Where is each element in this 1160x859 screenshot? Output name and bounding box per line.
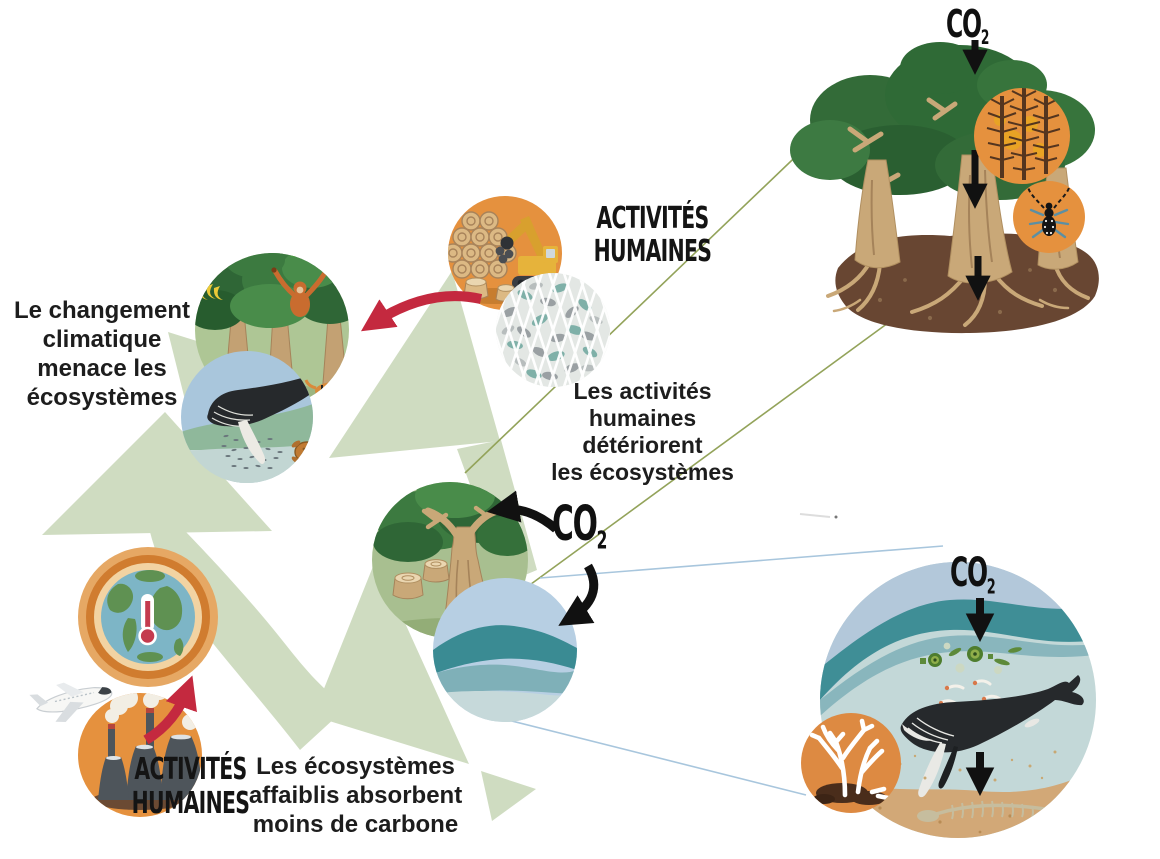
co2-arrow-to-tree [486, 490, 559, 533]
bark-beetle-icon [1013, 181, 1085, 253]
label-climate-threat: Le changement climatique menace les écos… [13, 297, 191, 411]
stump-icons [392, 559, 450, 600]
wave-mid [820, 635, 1096, 716]
red-impact-arrows [143, 291, 483, 745]
co2-text: CO [950, 550, 988, 596]
cycle-arrow-middle [329, 271, 500, 458]
whale-fin [918, 743, 946, 798]
warming-earth-icon [78, 547, 218, 687]
cycle-arrow-bottom [313, 559, 469, 764]
co2-arrow-to-water [558, 563, 599, 626]
co2-label-ocean: CO2 [950, 550, 1022, 598]
co2-text: CO [946, 2, 982, 46]
label-human-activities-top-text: ACTIVITÉS HUMAINES [593, 201, 712, 269]
label-human-activities-top: ACTIVITÉS HUMAINES [566, 202, 716, 268]
co2-label-center: CO2 [552, 496, 639, 555]
weakened-water-icon [433, 578, 577, 722]
co2-exchange-arrows [486, 490, 599, 626]
red-arrow-activities-to-earth [143, 675, 197, 745]
blue-connector-bottom [507, 719, 807, 796]
cooling-towers [98, 708, 202, 800]
surface-sky [820, 562, 1096, 700]
plankton-icon [920, 642, 1022, 674]
dead-trees-icon [974, 88, 1070, 184]
whale-skeleton-icon [917, 800, 1065, 822]
cycle-arrow-bottom-tip [481, 771, 536, 821]
red-arrow-activities-to-ecosystems [360, 291, 483, 332]
label-activities-deteriorate: Les activités humaines détériorent les é… [551, 378, 734, 485]
co2-subscript: 2 [980, 25, 989, 49]
artifact-dash [799, 513, 831, 518]
artifact-dot [834, 515, 838, 519]
label-human-activities-bottom-text: ACTIVITÉS HUMAINES [131, 752, 250, 821]
blue-connector-top [539, 545, 944, 579]
olive-connector-top [464, 140, 813, 474]
thermometer-icon [138, 594, 157, 646]
label-weakened-ecosystems: Les écosystèmes affaiblis absorbent moin… [248, 753, 463, 838]
co2-label-forest: CO2 [946, 2, 1014, 49]
breaching-whale-icon [207, 373, 313, 465]
co2-subscript: 2 [986, 574, 996, 599]
label-human-activities-bottom: ACTIVITÉS HUMAINES [104, 753, 259, 821]
orangutan-icon [271, 267, 330, 317]
co2-flow-arrows [962, 40, 991, 301]
whale-icon [900, 675, 1084, 798]
co2-subscript: 2 [596, 525, 608, 555]
wave-dark [820, 599, 1096, 700]
co2-text: CO [552, 496, 598, 552]
airplane-icon [29, 682, 113, 722]
bleached-coral-icon [801, 713, 901, 813]
continents [107, 570, 184, 662]
excavator-icon [495, 216, 562, 290]
olive-connector-bottom [526, 322, 889, 588]
sea-turtle-icon [291, 440, 313, 465]
krill-icon [939, 679, 1002, 705]
cycle-arrow-left [42, 412, 272, 535]
rainforest-canopy [195, 253, 349, 330]
bird-icon [290, 253, 306, 257]
zoom-connectors [464, 140, 944, 796]
